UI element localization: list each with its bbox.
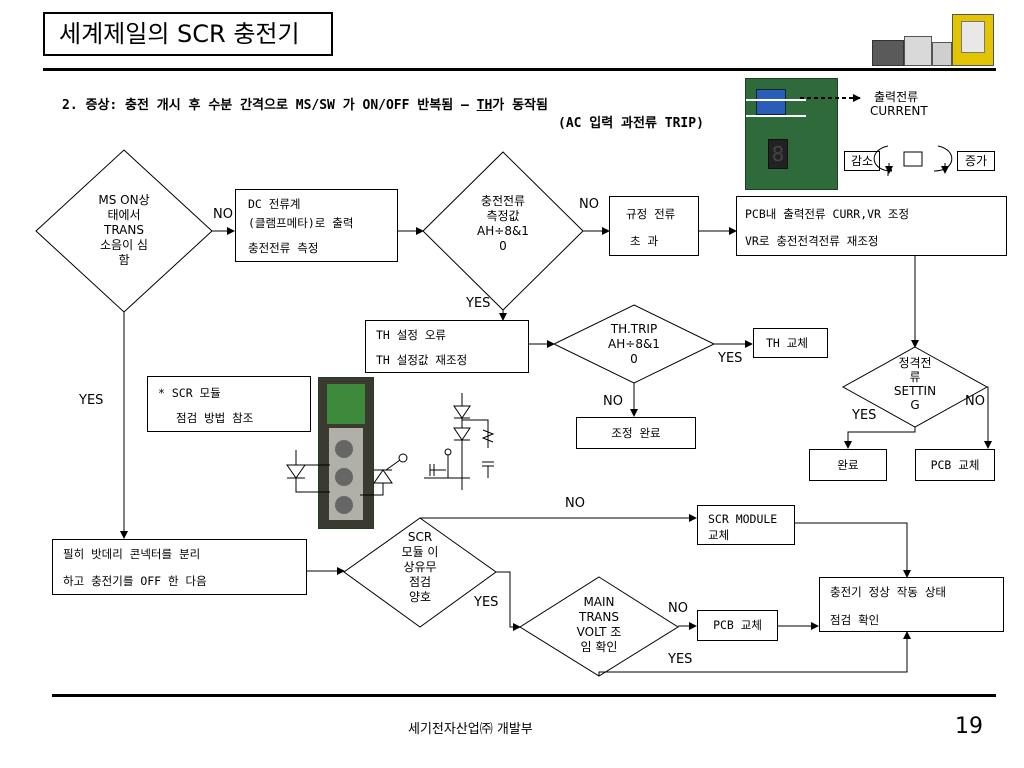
product-image-2 (904, 36, 932, 66)
diamond-ms-on-text: MS ON상 태에서 TRANS 소음이 심 함 (98, 193, 150, 267)
label-no-2: NO (579, 197, 599, 212)
label-yes-main: YES (668, 652, 693, 667)
label-yes-measured: YES (466, 296, 491, 311)
product-thumbnails (872, 14, 994, 66)
box-pcb-replace-2: PCB 교체 (697, 610, 778, 641)
label-yes-setting: YES (852, 408, 877, 423)
footer-divider (52, 694, 996, 697)
label-yes-thtrip: YES (718, 351, 743, 366)
adjust-knob-icon (873, 145, 953, 176)
box-dc-meter: DC 전류계 (클램프메타)로 출력 충전전류 측정 (235, 189, 398, 262)
diamond-scr-module (343, 517, 497, 628)
box-pcb-replace-1: PCB 교체 (915, 449, 995, 481)
scr-circuit-symbol (286, 450, 408, 496)
symptom-line-2: (AC 입력 과전류 TRIP) (558, 116, 704, 131)
box-th-replace: TH 교체 (753, 328, 828, 358)
box-th-error: TH 설정 오류 TH 설정값 재조정 (365, 320, 529, 373)
product-image-3 (932, 42, 952, 66)
label-no-setting: NO (965, 394, 985, 409)
box-scr-module-replace: SCR MODULE 교체 (697, 505, 795, 545)
decrease-label: 감소 (844, 151, 880, 171)
page-title: 세계제일의 SCR 충전기 (43, 12, 333, 56)
diamond-scr-module-text: SCR 모듈 이 상유무 점검 양호 (401, 530, 439, 604)
box-done: 완료 (809, 449, 887, 481)
box-adjust-done: 조정 완료 (576, 417, 696, 449)
label-no-scr: NO (565, 496, 585, 511)
scr-module-photo (318, 377, 374, 529)
snubber-circuit-symbol (424, 393, 495, 490)
pcb-photo: 8 (745, 78, 838, 190)
symptom-line-1: 2. 증상: 충전 개시 후 수분 간격으로 MS/SW 가 ON/OFF 반복… (62, 98, 548, 113)
label-no-thtrip: NO (603, 394, 623, 409)
product-image-1 (872, 40, 904, 66)
label-no-1: NO (213, 207, 233, 222)
page-number: 19 (955, 714, 983, 739)
label-no-main: NO (668, 601, 688, 616)
product-image-4 (952, 14, 994, 66)
footer-company: 세기전자산업㈜ 개발부 (408, 722, 533, 737)
diamond-th-trip-text: TH.TRIP AH÷8&1 0 (608, 322, 660, 366)
box-scr-reference: * SCR 모듈 점검 방법 참조 (147, 376, 311, 432)
diamond-setting-text: 정격전 류 SETTIN G (893, 356, 937, 412)
output-current-label: 출력전류 CURRENT (870, 90, 928, 118)
box-pcb-adjust: PCB내 출력전류 CURR,VR 조정 VR로 충전전격전류 재조정 (736, 196, 1007, 256)
box-final-check: 충전기 정상 작동 상태 점검 확인 (819, 577, 1004, 632)
box-spec-over: 규정 전류 초 과 (609, 196, 699, 256)
label-yes-scr: YES (474, 595, 499, 610)
header-divider (43, 68, 996, 71)
diamond-measured-text: 충전전류 측정값 AH÷8&1 0 (477, 194, 529, 253)
box-disconnect: 필히 밧데리 콘넥터를 분리 하고 충전기를 OFF 한 다음 (52, 539, 307, 595)
label-yes-left: YES (79, 393, 104, 408)
increase-label: 증가 (957, 151, 995, 171)
diamond-main-trans-text: MAIN TRANS VOLT 조 임 확인 (576, 595, 622, 654)
